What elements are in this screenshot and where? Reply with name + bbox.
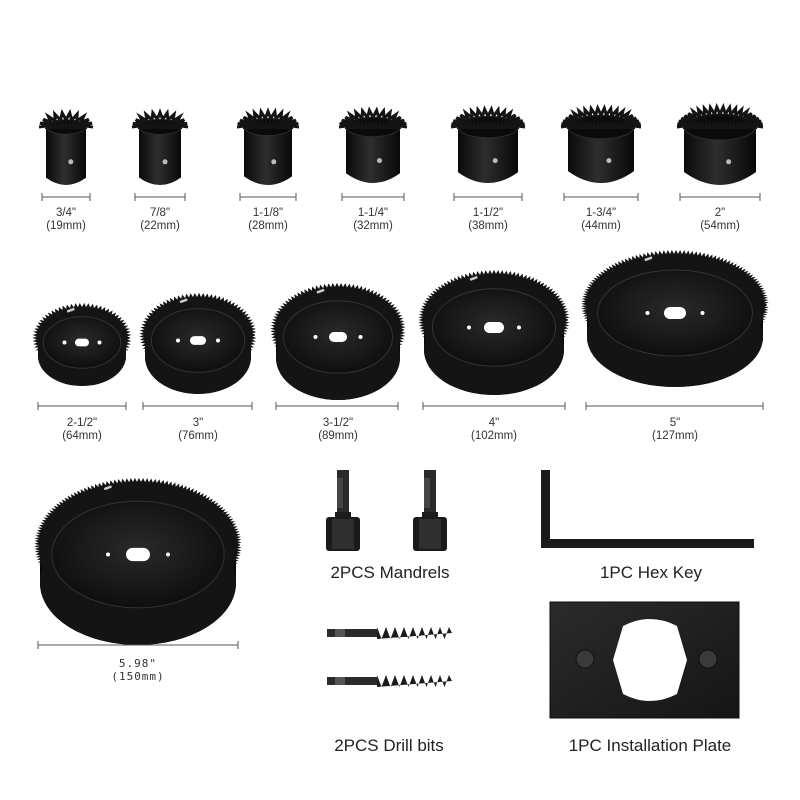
hole-saw-small-3 [338, 106, 408, 183]
size-label-3-4: 3/4"(19mm) [46, 207, 86, 232]
mandrel-2 [413, 470, 447, 551]
size-label-5: 5"(127mm) [651, 417, 699, 442]
hole-saw-small-6 [676, 102, 764, 185]
caption-drill-bits: 2PCS Drill bits [334, 736, 444, 755]
size-label-1-1-4: 1-1/4"(32mm) [353, 207, 393, 232]
size-label-1-1-8: 1-1/8"(28mm) [248, 207, 288, 232]
caption-installation-plate: 1PC Installation Plate [568, 736, 732, 755]
caption-mandrels: 2PCS Mandrels [330, 563, 450, 582]
hole-saw-medium-3 [418, 269, 570, 395]
hole-saw-large [34, 477, 242, 645]
size-label-5-98: 5.98"(150mm) [111, 657, 165, 683]
dimension-line-medium-1 [142, 402, 253, 410]
dimension-line-medium-2 [275, 402, 399, 410]
hole-saw-small-0 [38, 108, 94, 185]
dimension-line-medium-3 [422, 402, 566, 410]
hole-saw-small-5 [560, 104, 642, 183]
hole-saw-small-2 [236, 107, 300, 185]
hole-saw-medium-2 [270, 282, 406, 400]
hole-saw-small-1 [131, 108, 189, 185]
size-label-3-1-2: 3-1/2"(89mm) [318, 417, 358, 442]
drill-bit-2 [327, 675, 452, 687]
hole-saw-medium-4 [581, 249, 769, 387]
size-label-7-8: 7/8"(22mm) [140, 207, 180, 232]
hole-saw-small-4 [450, 105, 526, 183]
drill-bit-1 [327, 627, 452, 639]
size-label-3: 3"(76mm) [178, 417, 218, 442]
dimension-line-medium-0 [37, 402, 127, 410]
installation-plate [549, 601, 740, 719]
size-label-2: 2"(54mm) [700, 207, 740, 232]
size-label-4: 4"(102mm) [470, 417, 518, 442]
mandrel-1 [326, 470, 360, 551]
dimension-line-small-0 [41, 193, 91, 201]
caption-hex-key: 1PC Hex Key [599, 563, 703, 582]
dimension-line-small-4 [453, 193, 523, 201]
dimension-line-large [37, 641, 239, 649]
size-label-1-1-2: 1-1/2"(38mm) [468, 207, 508, 232]
dimension-line-small-6 [679, 193, 761, 201]
dimension-line-small-3 [341, 193, 405, 201]
dimension-line-small-1 [134, 193, 186, 201]
dimension-line-small-2 [239, 193, 297, 201]
dimension-line-small-5 [563, 193, 639, 201]
hole-saw-medium-1 [139, 292, 257, 394]
hole-saw-medium-0 [32, 302, 132, 386]
size-label-1-3-4: 1-3/4"(44mm) [581, 207, 621, 232]
dimension-line-medium-4 [585, 402, 764, 410]
size-label-2-1-2: 2-1/2"(64mm) [62, 417, 102, 442]
hex-key [541, 470, 754, 548]
